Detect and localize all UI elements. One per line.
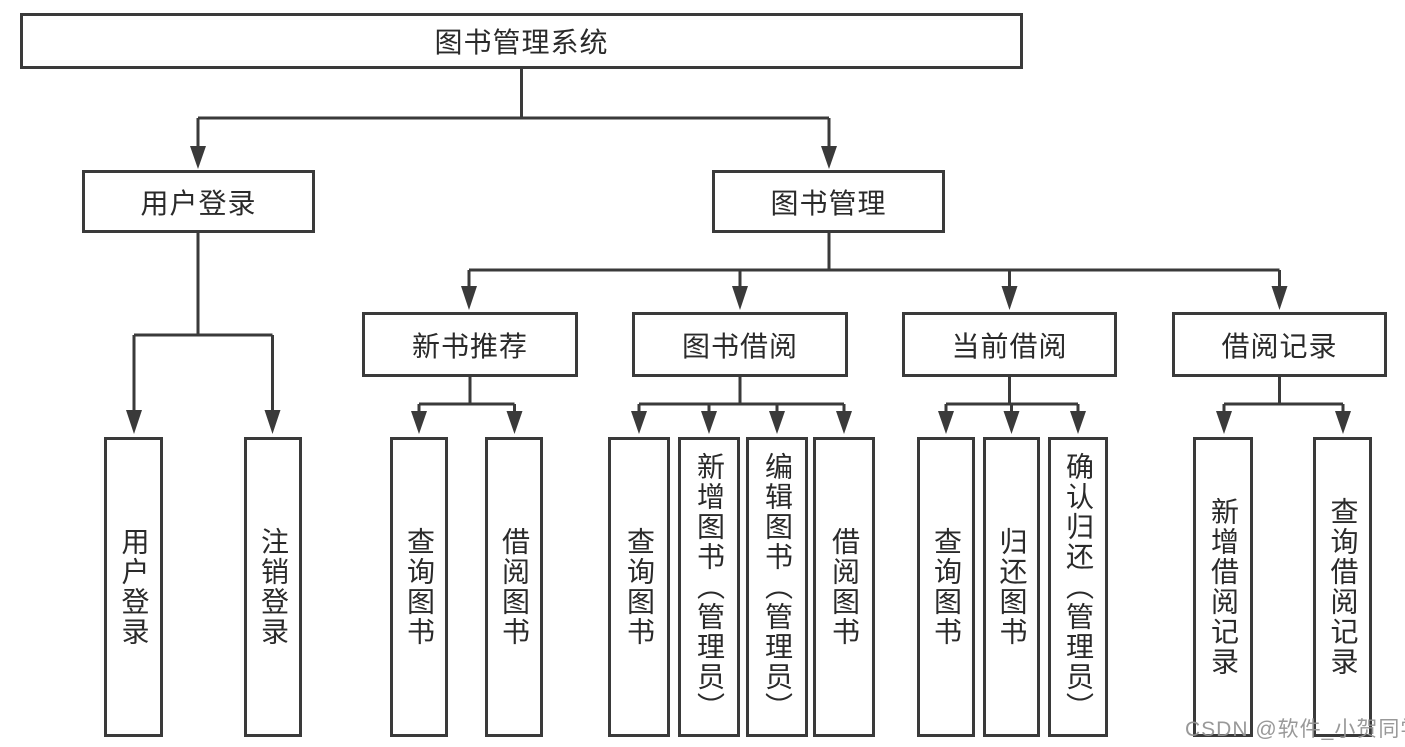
leaf-add-book-admin-label: 新增图书（管理员） xyxy=(694,452,725,722)
leaf-confirm-return-admin-label: 确认归还（管理员） xyxy=(1063,452,1094,722)
node-current-borrowing: 当前借阅 xyxy=(902,312,1117,377)
leaf-borrow-books-recommend: 借阅图书 xyxy=(485,437,543,737)
leaf-query-books-borrowing-label: 查询图书 xyxy=(624,527,655,647)
leaf-query-books-recommend: 查询图书 xyxy=(390,437,448,737)
leaf-borrow-books: 借阅图书 xyxy=(813,437,875,737)
node-book-management: 图书管理 xyxy=(712,170,945,233)
node-user-login: 用户登录 xyxy=(82,170,315,233)
leaf-return-book: 归还图书 xyxy=(983,437,1040,737)
csdn-watermark: CSDN @软件_小贺同学 xyxy=(1185,718,1405,741)
node-library-management-system: 图书管理系统 xyxy=(20,13,1023,69)
leaf-return-book-label: 归还图书 xyxy=(996,527,1028,647)
leaf-user-login-label: 用户登录 xyxy=(118,527,150,647)
leaf-logout-login: 注销登录 xyxy=(244,437,302,737)
leaf-query-books-borrowing: 查询图书 xyxy=(608,437,670,737)
leaf-edit-book-admin: 编辑图书（管理员） xyxy=(746,437,808,737)
node-new-book-recommendation: 新书推荐 xyxy=(362,312,578,377)
leaf-query-books-current-label: 查询图书 xyxy=(931,527,962,647)
leaf-edit-book-admin-label: 编辑图书（管理员） xyxy=(762,452,793,722)
leaf-confirm-return-admin: 确认归还（管理员） xyxy=(1048,437,1108,737)
leaf-query-books-current: 查询图书 xyxy=(917,437,975,737)
node-borrowing-records: 借阅记录 xyxy=(1172,312,1387,377)
leaf-user-login: 用户登录 xyxy=(104,437,163,737)
leaf-query-books-recommend-label: 查询图书 xyxy=(404,527,435,647)
node-book-borrowing: 图书借阅 xyxy=(632,312,848,377)
leaf-borrow-books-recommend-label: 借阅图书 xyxy=(499,527,530,647)
leaf-add-borrow-record: 新增借阅记录 xyxy=(1193,437,1253,737)
leaf-borrow-books-label: 借阅图书 xyxy=(829,527,860,647)
leaf-logout-login-label: 注销登录 xyxy=(258,527,289,647)
leaf-query-borrow-record: 查询借阅记录 xyxy=(1313,437,1372,737)
leaf-query-borrow-record-label: 查询借阅记录 xyxy=(1327,497,1359,677)
leaf-add-book-admin: 新增图书（管理员） xyxy=(678,437,740,737)
leaf-add-borrow-record-label: 新增借阅记录 xyxy=(1208,497,1239,677)
